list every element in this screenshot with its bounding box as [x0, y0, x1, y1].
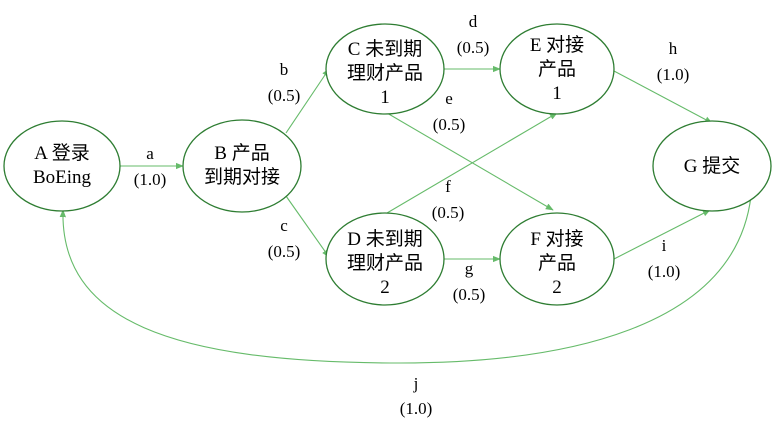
edge-g-label: g — [465, 259, 474, 278]
node-f-line-1: F 对接 — [530, 228, 583, 250]
edge-b-label: b — [280, 60, 289, 79]
node-b-line-2: 到期对接 — [204, 166, 280, 188]
edge-a-label: a — [146, 144, 154, 163]
edge-c — [285, 195, 330, 258]
edge-c-label: c — [280, 216, 288, 235]
edge-e-label: e — [445, 89, 453, 108]
node-f-line-2: 产品 — [538, 252, 576, 274]
edge-i-label: i — [662, 236, 667, 255]
node-d-line-3: 2 — [380, 277, 390, 298]
node-d-unmatured-product-2: D 未到期 理财产品 2 — [325, 212, 445, 306]
node-d-line-1: D 未到期 — [347, 228, 422, 250]
node-e-line-3: 1 — [552, 83, 562, 104]
node-b-product-maturity-docking: B 产品 到期对接 — [182, 119, 302, 213]
node-f-line-3: 2 — [552, 277, 562, 298]
edge-c-prob: (0.5) — [268, 242, 301, 261]
edge-j-prob: (1.0) — [400, 399, 433, 418]
node-e-dock-product-1: E 对接 产品 1 — [499, 23, 615, 115]
edge-i — [613, 209, 711, 260]
node-c-line-1: C 未到期 — [348, 38, 422, 60]
edge-h — [613, 70, 713, 124]
node-c-line-2: 理财产品 — [347, 62, 423, 84]
node-c-line-3: 1 — [380, 87, 390, 108]
edge-h-prob: (1.0) — [657, 65, 690, 84]
edge-g-prob: (0.5) — [453, 285, 486, 304]
node-e-line-1: E 对接 — [530, 34, 584, 56]
node-a-line-1: A 登录 — [34, 142, 89, 164]
edge-d-label: d — [469, 12, 478, 31]
edge-e-prob: (0.5) — [433, 115, 466, 134]
edge-f-label: f — [445, 177, 451, 196]
node-a-line-2: BoEing — [33, 167, 92, 188]
edge-h-label: h — [669, 39, 678, 58]
node-e-line-2: 产品 — [538, 58, 576, 80]
edge-e — [386, 112, 554, 211]
node-f-dock-product-2: F 对接 产品 2 — [499, 212, 615, 306]
edge-b — [285, 68, 330, 134]
edge-j — [59, 195, 752, 364]
edge-f — [386, 112, 558, 214]
node-g-submit: G 提交 — [652, 120, 772, 212]
node-a-login-boeing: A 登录 BoEing — [3, 120, 121, 212]
edge-a-prob: (1.0) — [134, 170, 167, 189]
node-g-line-1: G 提交 — [684, 155, 740, 177]
edge-i-prob: (1.0) — [648, 262, 681, 281]
edge-d-prob: (0.5) — [457, 38, 490, 57]
edge-f-prob: (0.5) — [432, 203, 465, 222]
node-d-line-2: 理财产品 — [347, 252, 423, 274]
edge-b-prob: (0.5) — [268, 86, 301, 105]
node-b-line-1: B 产品 — [214, 142, 269, 164]
node-c-unmatured-product-1: C 未到期 理财产品 1 — [325, 23, 445, 115]
edge-j-label: j — [413, 374, 419, 393]
